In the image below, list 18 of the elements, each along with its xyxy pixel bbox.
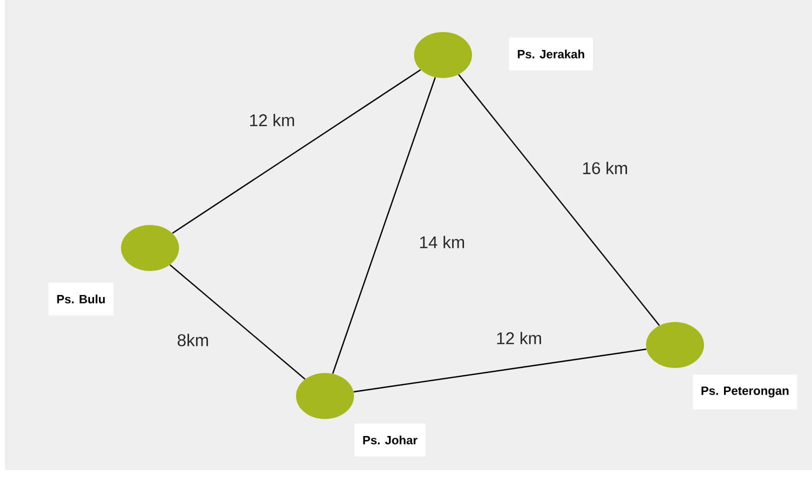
distance-label: 8km (176, 332, 210, 348)
place-label: Ps. Peterongan (692, 374, 798, 410)
distance-label: 16 km (580, 160, 630, 176)
road-line (458, 74, 660, 326)
distance-label: 12 km (248, 112, 296, 128)
location-circle (646, 322, 704, 368)
distance-label: 14 km (418, 234, 466, 250)
road-line (332, 77, 436, 374)
road-line (354, 348, 646, 392)
place-label: Ps. Bulu (48, 282, 114, 316)
road-line (170, 264, 306, 380)
location-circle (121, 225, 179, 271)
road-line (172, 69, 421, 234)
place-label: Ps. Jerakah (509, 38, 593, 70)
place-label: Ps. Johar (354, 424, 426, 456)
location-circle (414, 32, 472, 78)
location-circle (296, 373, 354, 419)
distance-label: 12 km (494, 330, 544, 346)
